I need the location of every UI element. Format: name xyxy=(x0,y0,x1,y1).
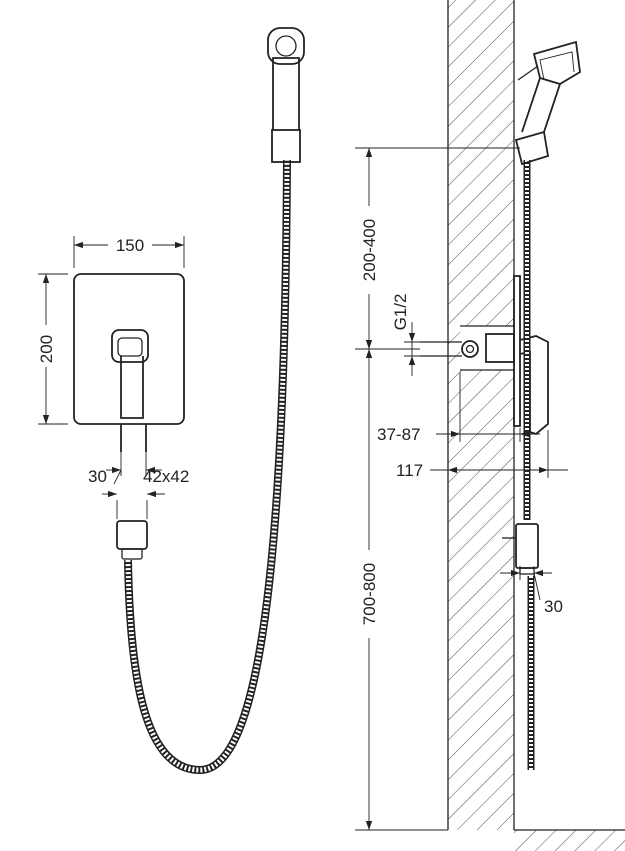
label-plate-height: 200 xyxy=(37,335,56,363)
dim-outlet-size: 42x42 xyxy=(102,467,189,519)
label-holder-height: 200-400 xyxy=(360,219,379,281)
dim-outlet-height: 700-800 xyxy=(355,349,448,831)
lever-handle xyxy=(111,329,149,419)
mixer-body xyxy=(420,325,515,371)
dim-thread: G1/2 xyxy=(391,294,424,376)
dim-depth-total: 117 xyxy=(396,430,568,480)
side-plate-lever xyxy=(513,275,549,436)
dim-holder-height: 200-400 xyxy=(355,147,520,350)
wall-hatch xyxy=(448,0,514,830)
label-outlet-size: 42x42 xyxy=(143,467,189,486)
label-plate-width: 150 xyxy=(116,236,144,255)
hand-shower-holder xyxy=(514,40,581,166)
dim-plate-height: 200 xyxy=(36,273,68,425)
side-view: 200-400 G1/2 37-87 117 xyxy=(355,0,625,851)
floor-hatch xyxy=(514,830,625,851)
label-bracket-width: 30 xyxy=(544,597,563,616)
label-thread: G1/2 xyxy=(391,294,410,331)
label-depth-total: 117 xyxy=(396,461,423,480)
shower-hose xyxy=(124,159,291,775)
wall-outlet xyxy=(116,520,148,560)
front-view: 150 200 30 42x42 xyxy=(36,27,305,775)
label-spout-width: 30 xyxy=(88,467,107,486)
dim-bracket-width: 30 xyxy=(500,566,563,616)
spout-stub xyxy=(120,424,147,452)
dim-plate-width: 150 xyxy=(73,233,185,268)
hand-shower xyxy=(267,27,305,163)
wall-plate xyxy=(73,273,185,425)
dim-spout-width: 30 xyxy=(88,452,162,486)
label-outlet-height: 700-800 xyxy=(360,563,379,625)
side-hose xyxy=(523,160,535,770)
dim-depth-range: 37-87 xyxy=(377,372,540,444)
label-depth-range: 37-87 xyxy=(377,425,420,444)
